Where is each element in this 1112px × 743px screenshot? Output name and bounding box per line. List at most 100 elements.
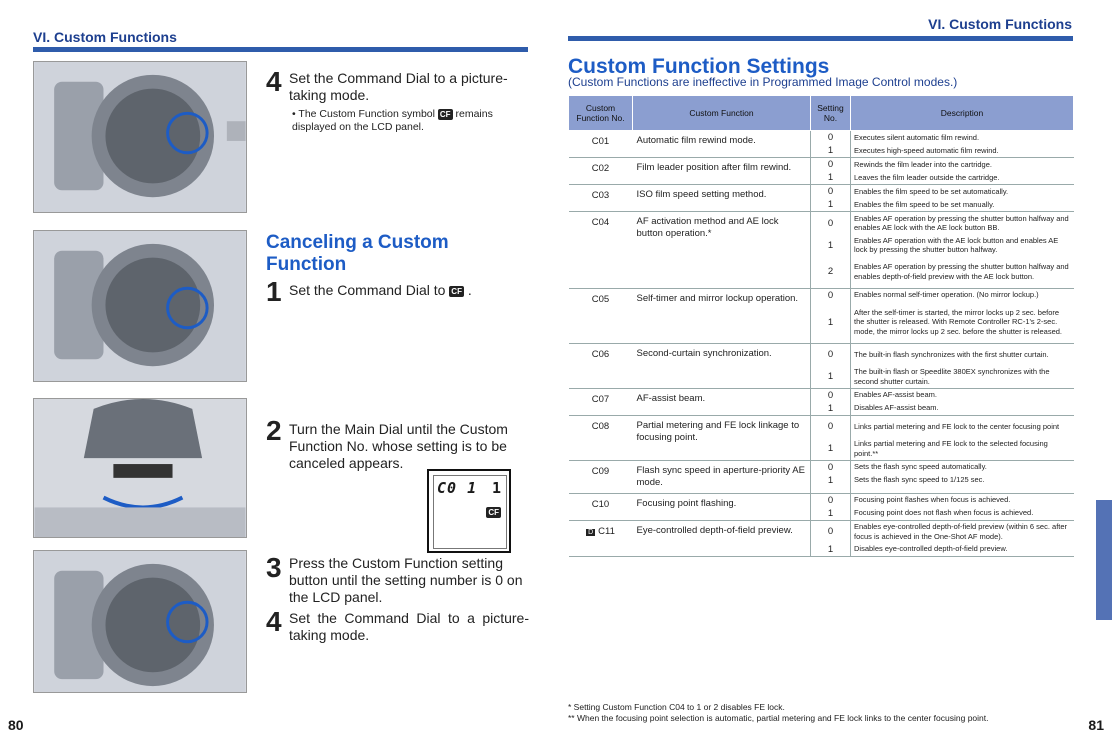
setting-number: 0 — [827, 159, 834, 170]
setting-description: Sets the flash sync speed automatically. — [854, 462, 987, 472]
function-number-cell: C08 — [568, 415, 633, 461]
setting-number: 1 — [827, 507, 834, 519]
right-header-rule — [568, 36, 1073, 41]
header-description: Description — [850, 95, 1074, 131]
description-cell: Sets the flash sync speed automatically.… — [850, 460, 1074, 494]
setting-description: Leaves the film leader outside the cartr… — [854, 172, 1000, 182]
function-name: Automatic film rewind mode. — [632, 130, 811, 158]
function-number-cell: C04 — [568, 211, 633, 289]
step-text: Turn the Main Dial until the Custom Func… — [289, 421, 508, 471]
function-name: Eye-controlled depth-of-field preview. — [632, 520, 811, 557]
setting-number: 1 — [827, 371, 834, 382]
function-number-cell: C06 — [568, 343, 633, 389]
setting-number: 1 — [827, 402, 834, 414]
lcd-function-code: C0 1 — [437, 479, 478, 497]
setting-number: 0 — [827, 186, 834, 197]
function-number: C11 — [598, 525, 615, 537]
setting-description: Enables the film speed to be set manuall… — [854, 199, 995, 209]
page-title: Custom Function Settings — [568, 55, 830, 78]
setting-number: 1 — [827, 443, 834, 454]
step-text: Set the Command Dial to a picture-taking… — [289, 610, 529, 643]
setting-number: 2 — [827, 266, 834, 278]
cf-symbol-icon: CF — [449, 285, 464, 297]
camera-top-photo — [33, 398, 247, 538]
description-cell: The built-in flash synchronizes with the… — [850, 343, 1074, 389]
setting-number: 1 — [827, 145, 834, 156]
setting-number: 1 — [827, 543, 834, 555]
camera-dial-illustration-icon — [34, 551, 246, 692]
setting-description: Executes silent automatic film rewind. — [854, 132, 980, 142]
function-number-cell: C10 — [568, 493, 633, 521]
description-cell: Executes silent automatic film rewind. Ex… — [850, 130, 1074, 158]
footnote: ** When the focusing point selection is … — [568, 713, 989, 723]
camera-dial-illustration-icon — [34, 231, 246, 381]
setting-description: Focusing point does not flash when focus… — [854, 508, 1034, 518]
description-cell: Enables normal self-timer operation. (No… — [850, 288, 1074, 344]
setting-description: Executes high-speed automatic film rewin… — [854, 145, 999, 155]
function-number: C03 — [591, 190, 610, 201]
setting-number: 1 — [827, 316, 834, 328]
description-cell: Enables the film speed to be set automat… — [850, 184, 1074, 212]
function-number-cell: C02 — [568, 157, 633, 185]
setting-description: The built-in flash synchronizes with the… — [854, 349, 1049, 359]
step-number: 3 — [266, 552, 282, 583]
function-number: C08 — [591, 420, 610, 432]
setting-number: 1 — [827, 239, 834, 251]
camera-dial-photo-1 — [33, 61, 247, 213]
step-number: 4 — [266, 606, 282, 637]
setting-description: Enables AF operation with the AE lock bu… — [854, 235, 1059, 255]
lcd-panel: C0 1 1 CF — [427, 469, 511, 553]
description-cell: Enables eye-controlled depth-of-field pr… — [850, 520, 1074, 557]
setting-number: 0 — [827, 421, 834, 432]
setting-number: 0 — [827, 389, 834, 401]
step-number: 4 — [266, 66, 282, 97]
setting-description: Rewinds the film leader into the cartrid… — [854, 159, 992, 169]
header-function-no: Custom Function No. — [568, 95, 633, 131]
step-number: 1 — [266, 276, 282, 307]
setting-number: 1 — [827, 199, 834, 210]
function-number-cell: C07 — [568, 388, 633, 416]
setting-description: Enables normal self-timer operation. (No… — [854, 290, 1039, 300]
function-name: Film leader position after film rewind. — [632, 157, 811, 185]
step-text: Set the Command Dial to CF . — [289, 282, 472, 298]
left-page-number: 80 — [8, 717, 24, 733]
description-cell: Focusing point flashes when focus is ach… — [850, 493, 1074, 521]
left-section-header: VI. Custom Functions — [33, 29, 177, 45]
setting-description: Links partial metering and FE lock to th… — [854, 439, 1048, 458]
page-subtitle: (Custom Functions are ineffective in Pro… — [568, 75, 958, 89]
setting-description: The built-in flash or Speedlite 380EX sy… — [854, 367, 1050, 386]
function-number: C10 — [591, 498, 610, 510]
setting-number: 0 — [827, 461, 834, 473]
function-number: C06 — [591, 348, 610, 360]
setting-description: After the self-timer is started, the mir… — [854, 307, 1063, 336]
description-cell: Enables AF operation by pressing the shu… — [850, 211, 1074, 289]
lcd-frame — [433, 475, 507, 549]
function-name: Self-timer and mirror lockup operation. — [632, 288, 811, 344]
main-dial-illustration-icon — [34, 399, 246, 537]
camera-dial-illustration-icon — [34, 62, 246, 212]
bullet-text-suffix: remains displayed on the LCD panel. — [292, 108, 493, 133]
camera-dial-photo-2 — [33, 230, 247, 382]
function-number: C01 — [591, 136, 610, 147]
setting-number: 1 — [827, 474, 834, 486]
cancel-heading: Canceling a Custom Function — [266, 232, 449, 275]
function-number-cell: C03 — [568, 184, 633, 212]
function-name: AF-assist beam. — [632, 388, 811, 416]
description-cell: Rewinds the film leader into the cartrid… — [850, 157, 1074, 185]
function-name: Flash sync speed in aperture-priority AE… — [632, 460, 811, 494]
function-number: C07 — [591, 393, 610, 405]
custom-function-table: Custom Function No. Custom Function Sett… — [568, 95, 1074, 557]
chapter-tab — [1096, 500, 1112, 620]
lcd-setting-value: 1 — [491, 479, 501, 497]
